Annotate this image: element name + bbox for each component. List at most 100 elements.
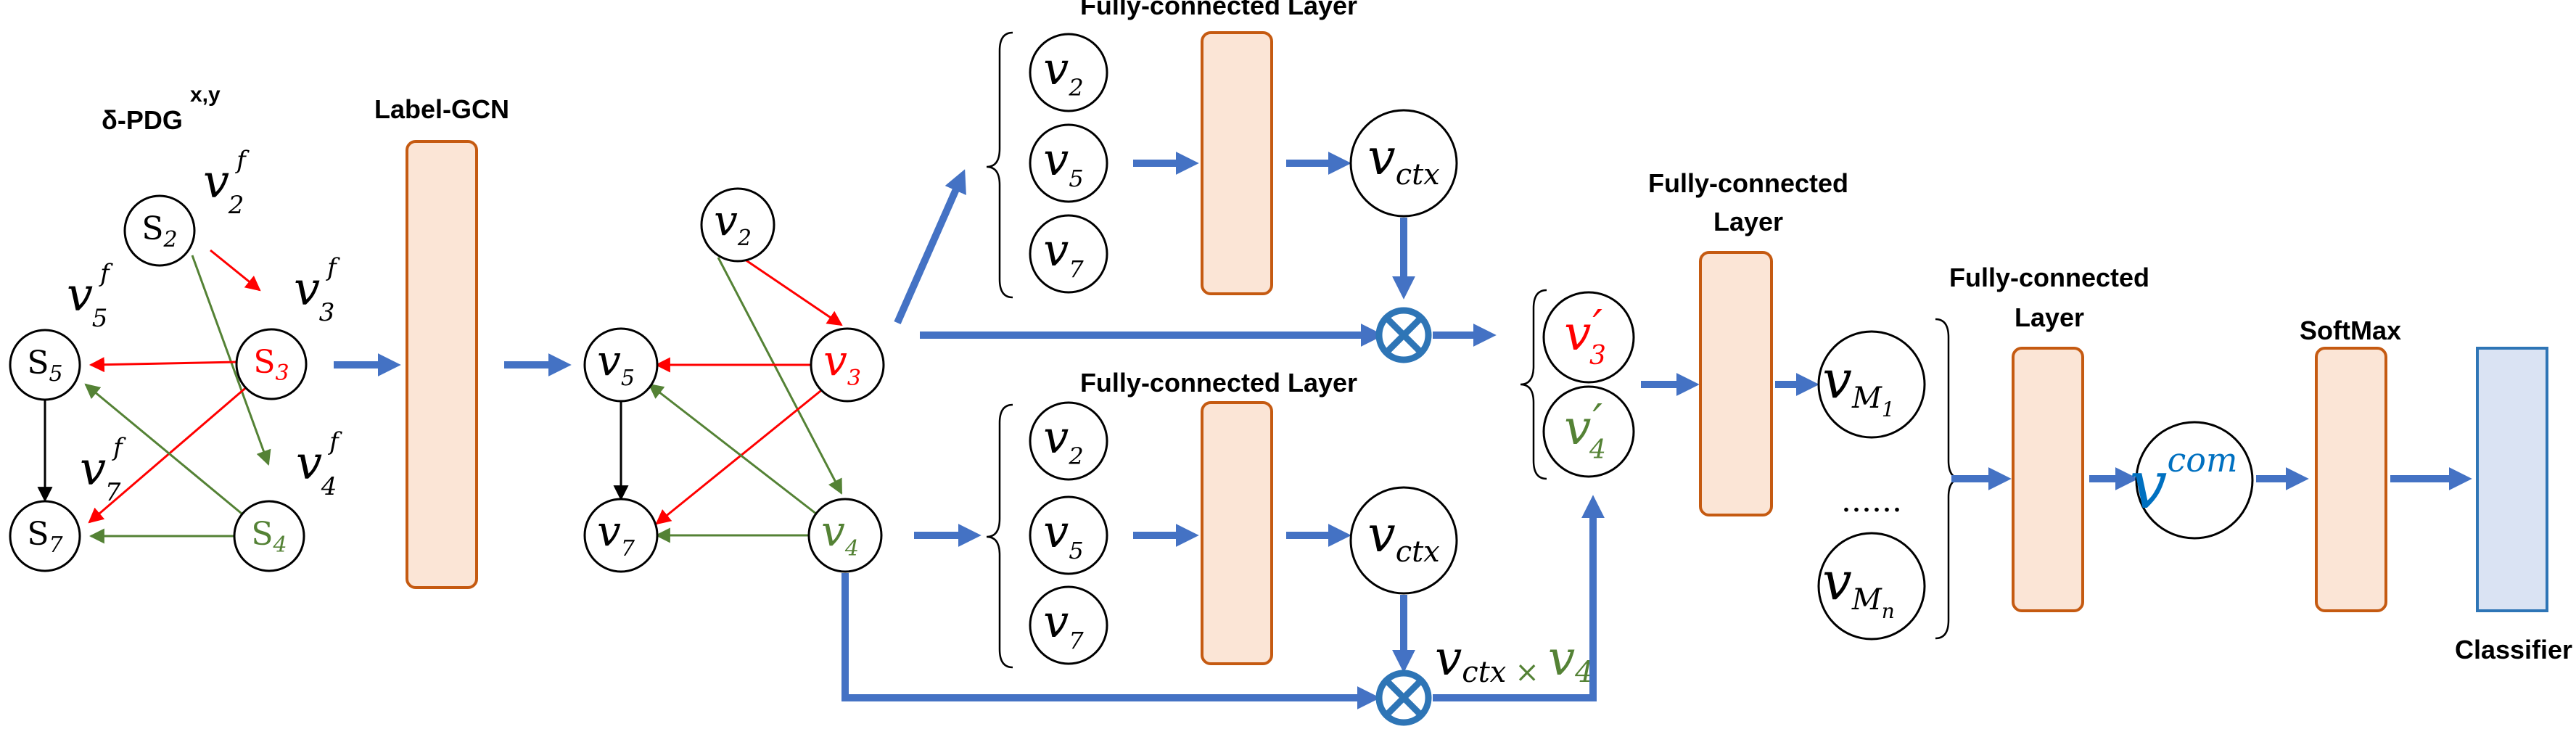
pdg-title-text: δ-PDG xyxy=(102,105,183,135)
pdg-node-s2: S2 xyxy=(123,194,196,267)
edge-s4-s5 xyxy=(84,383,246,518)
gcn-node-v2-circle xyxy=(700,187,775,263)
top-fc-block xyxy=(1201,31,1273,295)
pdg-node-s4-circle xyxy=(233,500,305,572)
gcn-node-v7: v7 xyxy=(583,498,659,573)
pdg-node-s4-label: S4 xyxy=(251,516,287,558)
pdg-title-superscript: x,y xyxy=(190,83,221,107)
pdg-node-s7-circle xyxy=(9,500,81,572)
bottom-input-v2-circle xyxy=(1029,401,1108,481)
top-vctx-node: vctx xyxy=(1349,109,1458,218)
edge-s2-s3 xyxy=(210,249,261,292)
pdg-edges xyxy=(37,249,271,544)
mlp-output-mn: vMn xyxy=(1817,532,1926,641)
classifier-title: Classifier xyxy=(2455,635,2572,664)
bottom-input-bracket xyxy=(986,403,1013,669)
fc4-title-line2: Layer xyxy=(2015,302,2084,332)
gcn-node-v7-label: v7 xyxy=(597,506,635,561)
fc3-block xyxy=(1699,251,1773,516)
top-vctx-circle xyxy=(1349,109,1458,218)
combined-bracket xyxy=(1520,289,1547,480)
pdg-node-s2-circle xyxy=(123,194,196,267)
gcn-node-v5: v5 xyxy=(583,327,659,403)
bottom-input-v5-circle xyxy=(1029,495,1108,575)
top-vctx-label: vctx xyxy=(1367,129,1439,192)
fc3-title-line2: Layer xyxy=(1713,207,1783,236)
softmax-title: SoftMax xyxy=(2300,316,2401,345)
pdg-node-s3-circle xyxy=(235,328,308,400)
arrow-to-top-branch xyxy=(894,169,966,325)
label-gcn-block xyxy=(406,140,478,589)
top-fc-title: Fully-connected Layer xyxy=(1080,0,1357,20)
top-multiply-cross-b xyxy=(1383,315,1424,355)
gcn-node-v4-circle xyxy=(807,498,883,573)
top-input-v2-circle xyxy=(1029,33,1108,112)
fc4-title-line1: Fully-connected xyxy=(1949,263,2149,292)
bottom-fc-title: Fully-connected Layer xyxy=(1080,368,1357,398)
arrow-v4-to-bottom-mult xyxy=(841,573,1380,710)
gcn-edges xyxy=(613,246,843,543)
bottom-input-v5-label: v5 xyxy=(1043,505,1083,564)
bottom-multiply-cross-b xyxy=(1383,678,1424,718)
top-input-v5-circle xyxy=(1029,123,1108,203)
fc3-title-line1: Fully-connected xyxy=(1648,168,1848,198)
top-multiply-op xyxy=(1375,307,1432,363)
arrow-bottom-mult-to-combined xyxy=(1433,495,1605,701)
vctx-times-v4-label: vctx×v4 xyxy=(1435,630,1594,689)
pdg-node-s5-label: S5 xyxy=(27,345,62,387)
mlp-output-mn-label: vMn xyxy=(1822,551,1895,623)
mlp-output-m1-circle xyxy=(1817,330,1926,439)
top-input-v2-label: v2 xyxy=(1043,42,1083,102)
mlp-ellipsis: ...... xyxy=(1841,482,1902,519)
top-input-v7: v7 xyxy=(1029,214,1108,294)
bottom-vctx-circle xyxy=(1349,486,1458,595)
bottom-input-v7-circle xyxy=(1029,585,1108,665)
gcn-node-v4: v4 xyxy=(807,498,883,573)
combined-v4p: v′4 xyxy=(1542,385,1635,478)
bottom-input-v7-label: v7 xyxy=(1043,595,1084,654)
mlp-output-mn-circle xyxy=(1817,532,1926,641)
gcn-node-v3-circle xyxy=(810,327,885,403)
top-input-v7-circle xyxy=(1029,214,1108,294)
softmax-block xyxy=(2315,347,2387,612)
edge-s3-s5 xyxy=(89,357,239,373)
gcn-node-v5-circle xyxy=(583,327,659,403)
combined-v3p-label: v′3 xyxy=(1564,301,1606,371)
pdg-title: δ-PDG x,y xyxy=(102,83,221,135)
vcom-node: vcom xyxy=(2129,421,2254,540)
top-input-bracket xyxy=(986,31,1013,299)
pdg-node-s5: S5 xyxy=(9,329,81,401)
gcn-edge-v4-v5 xyxy=(648,383,820,518)
gcn-edge-v2-v4 xyxy=(717,257,843,495)
gcn-node-v2-label: v2 xyxy=(714,196,752,251)
combined-v3p: v′3 xyxy=(1542,291,1635,384)
label-gcn-title: Label-GCN xyxy=(374,94,509,124)
top-input-v2: v2 xyxy=(1029,33,1108,112)
top-input-v7-label: v7 xyxy=(1043,223,1084,283)
pdg-node-s7: S7 xyxy=(9,500,81,572)
gcn-node-v2: v2 xyxy=(700,187,775,263)
combined-v3p-circle xyxy=(1542,291,1635,384)
gcn-node-v5-label: v5 xyxy=(597,336,635,391)
top-input-v5: v5 xyxy=(1029,123,1108,203)
gcn-node-v3-label: v3 xyxy=(823,336,861,391)
pdg-node-s3: S3 xyxy=(235,328,308,400)
combined-v4p-label: v′4 xyxy=(1564,395,1606,465)
pdg-node-s3-label: S3 xyxy=(253,344,289,386)
bottom-vctx-label: vctx xyxy=(1367,506,1439,569)
pdg-node-s4: S4 xyxy=(233,500,305,572)
bottom-input-v2: v2 xyxy=(1029,401,1108,481)
gcn-node-v3: v3 xyxy=(810,327,885,403)
pdg-node-s2-label: S2 xyxy=(141,210,177,252)
bottom-vctx-node: vctx xyxy=(1349,486,1458,595)
bottom-input-v2-label: v2 xyxy=(1043,411,1083,470)
combined-v4p-circle xyxy=(1542,385,1635,478)
gcn-node-v7-circle xyxy=(583,498,659,573)
bottom-multiply-op xyxy=(1375,670,1432,726)
